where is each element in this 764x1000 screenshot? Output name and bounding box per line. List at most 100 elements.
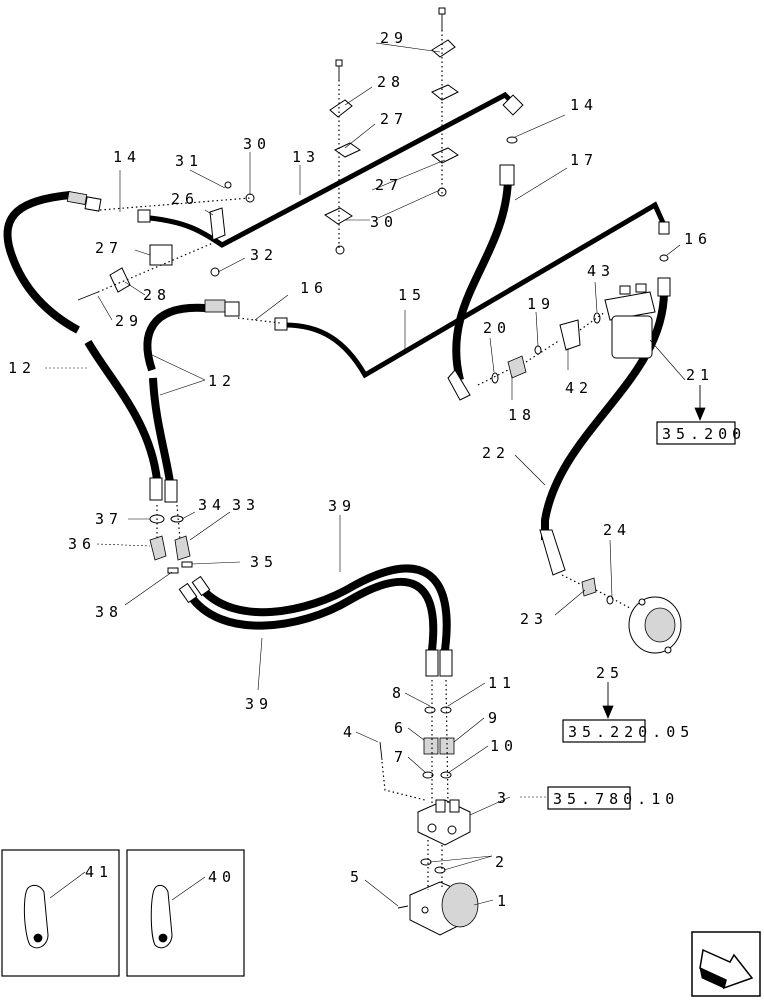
callout-32: 32 bbox=[250, 246, 278, 264]
seal-34 bbox=[170, 515, 184, 523]
hose-22 bbox=[541, 289, 669, 540]
svg-text:35.200: 35.200 bbox=[662, 425, 746, 443]
callout-38: 38 bbox=[95, 603, 123, 621]
callout-30: 30 bbox=[370, 213, 398, 231]
callout-28: 28 bbox=[377, 73, 405, 91]
hose-nut bbox=[191, 575, 211, 597]
adapter-18 bbox=[507, 355, 527, 379]
o-ring-19 bbox=[534, 345, 542, 355]
callout-43: 43 bbox=[587, 262, 615, 280]
callout-12: 12 bbox=[8, 359, 36, 377]
tube-nut bbox=[274, 317, 288, 331]
callout-27: 27 bbox=[375, 176, 403, 194]
screw-31 bbox=[224, 181, 232, 189]
bolt-4 bbox=[379, 741, 383, 761]
callout-36: 36 bbox=[68, 535, 96, 553]
clamp-27 bbox=[431, 147, 459, 164]
callout-6: 6 bbox=[394, 719, 408, 737]
callout-23: 23 bbox=[520, 610, 548, 628]
callout-25: 25 bbox=[596, 664, 624, 682]
valve-block-3 bbox=[417, 799, 471, 846]
hose-17 bbox=[452, 179, 512, 381]
clamp-27 bbox=[431, 84, 459, 101]
hose-end-fitting bbox=[204, 299, 226, 313]
clip-41 bbox=[23, 884, 49, 949]
callout-37: 37 bbox=[95, 510, 123, 528]
hose-nut bbox=[425, 649, 439, 677]
tube-nut bbox=[658, 221, 670, 235]
callout-10: 10 bbox=[490, 737, 518, 755]
callout-30: 30 bbox=[243, 135, 271, 153]
o-ring-2 bbox=[420, 858, 432, 866]
nut-30 bbox=[335, 245, 345, 255]
hose-nut bbox=[439, 649, 453, 677]
ref-box-35-200[interactable]: 35.200 bbox=[656, 421, 746, 445]
clip-40 bbox=[150, 884, 173, 949]
callout-22: 22 bbox=[482, 444, 510, 462]
o-ring-2 bbox=[434, 866, 446, 874]
next-page-arrow-icon[interactable] bbox=[691, 931, 761, 997]
ref-box-35-780-10[interactable]: 35.780.10 bbox=[547, 786, 679, 810]
callout-9: 9 bbox=[488, 709, 502, 727]
o-ring-14 bbox=[506, 136, 518, 144]
o-ring-16 bbox=[659, 254, 669, 262]
bracket-26 bbox=[209, 207, 226, 241]
callout-16: 16 bbox=[684, 230, 712, 248]
bolt-29-mid bbox=[335, 59, 343, 80]
tube-13 bbox=[149, 91, 524, 248]
elbow-33 bbox=[174, 535, 191, 561]
nut-30 bbox=[245, 193, 255, 203]
plate-28-left bbox=[109, 267, 131, 293]
bolt-29-top bbox=[438, 7, 446, 30]
callout-27: 27 bbox=[380, 110, 408, 128]
callout-31: 31 bbox=[175, 152, 203, 170]
bolt-29-left bbox=[77, 291, 99, 301]
o-ring-8 bbox=[424, 706, 436, 714]
callout-42: 42 bbox=[565, 379, 593, 397]
hose-nut bbox=[149, 477, 163, 501]
callout-12: 12 bbox=[208, 372, 236, 390]
inset-box-40 bbox=[126, 849, 245, 977]
callout-24: 24 bbox=[603, 521, 631, 539]
o-ring-24 bbox=[606, 595, 614, 605]
callout-34: 34 bbox=[198, 496, 226, 514]
callout-29: 29 bbox=[115, 312, 143, 330]
filter-21 bbox=[604, 283, 656, 359]
callout-8: 8 bbox=[392, 684, 406, 702]
ref-box-35-220-05[interactable]: 35.220.05 bbox=[562, 719, 694, 743]
callout-2: 2 bbox=[495, 853, 509, 871]
callout-11: 11 bbox=[488, 674, 516, 692]
pump-25 bbox=[628, 596, 682, 654]
ferrule-38 bbox=[167, 567, 179, 574]
hose-39-pair bbox=[186, 564, 451, 651]
callout-41: 41 bbox=[85, 863, 113, 881]
callout-14: 14 bbox=[113, 148, 141, 166]
callout-39: 39 bbox=[245, 695, 273, 713]
hose-12-left bbox=[3, 191, 161, 481]
hose-elbow-fitting bbox=[447, 369, 471, 401]
tee-42 bbox=[559, 319, 581, 351]
callout-17: 17 bbox=[570, 151, 598, 169]
hose-nut bbox=[499, 164, 515, 186]
motor-1 bbox=[409, 881, 479, 936]
o-ring-10 bbox=[440, 771, 452, 779]
hose-nut bbox=[84, 196, 102, 212]
callout-3: 3 bbox=[497, 789, 511, 807]
adapter-6 bbox=[423, 737, 439, 755]
callout-1: 1 bbox=[497, 892, 511, 910]
callout-40: 40 bbox=[208, 868, 236, 886]
inset-box-41 bbox=[1, 849, 120, 977]
hose-nut bbox=[178, 582, 198, 604]
callout-20: 20 bbox=[483, 319, 511, 337]
callout-35: 35 bbox=[250, 553, 278, 571]
callout-33: 33 bbox=[232, 496, 260, 514]
svg-text:35.780.10: 35.780.10 bbox=[553, 790, 679, 808]
ferrule-35 bbox=[181, 561, 193, 568]
pin-5 bbox=[397, 905, 409, 909]
clamp-27 bbox=[334, 142, 361, 158]
callout-29: 29 bbox=[380, 29, 408, 47]
callout-39: 39 bbox=[328, 497, 356, 515]
plate-28-top bbox=[431, 39, 456, 58]
